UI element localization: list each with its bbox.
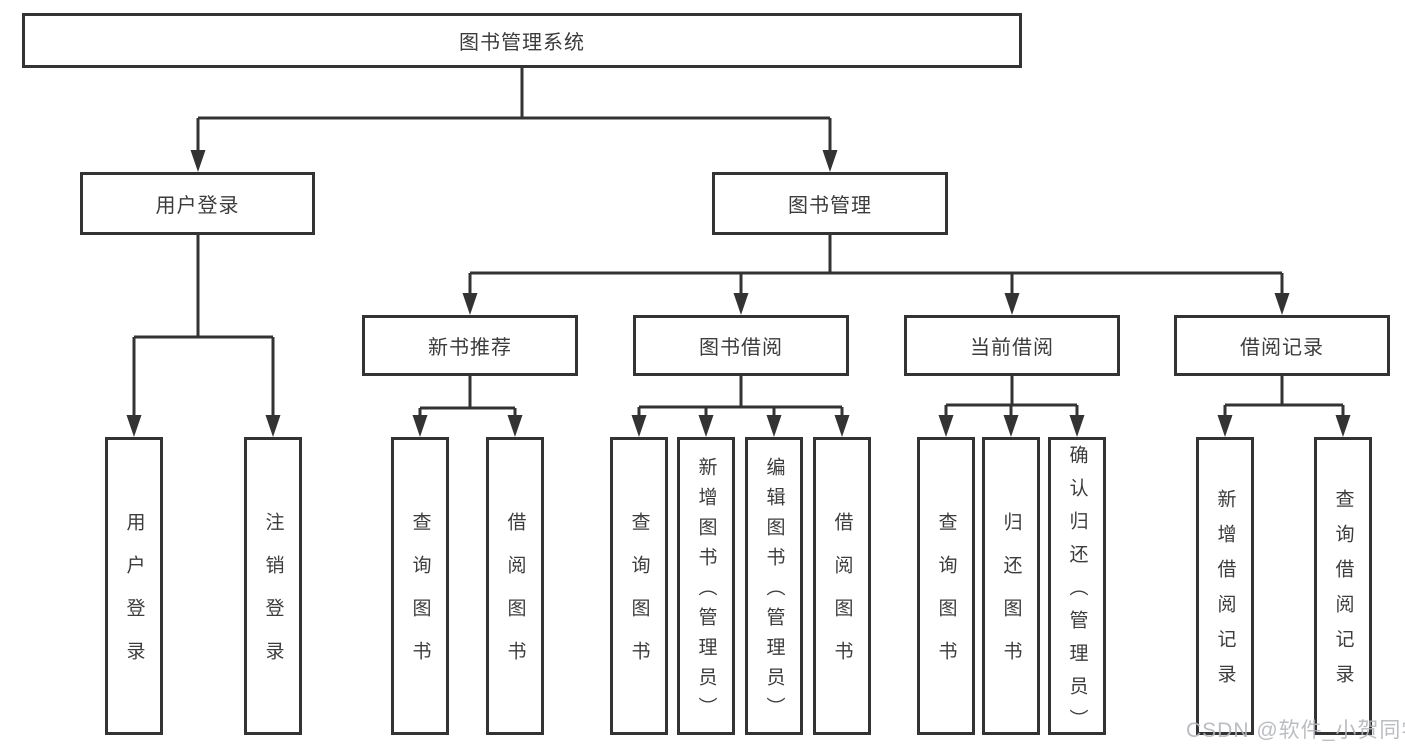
edge-root-to-level2 [196,68,832,152]
arrow-down-icon [265,415,281,437]
node-label: 借阅记录 [1240,337,1324,359]
leaf-currentborrow-confirm-return-admin: 确认归还（管理员） [1048,437,1106,742]
arrow-down-icon [190,150,206,172]
node-label: 当前借阅 [970,337,1054,359]
arrow-down-icon [412,415,428,437]
leaf-label: 用户登录 [123,512,145,684]
leaf-label: 编辑图书（管理员） [763,456,785,727]
leaf-bookborrow-edit-books-admin: 编辑图书（管理员） [745,437,803,735]
arrow-down-icon [938,415,954,437]
node-user-login-group: 用户登录 [80,172,315,235]
arrow-down-icon [126,415,142,437]
arrow-down-icon [733,293,749,315]
leaf-label: 查询图书 [935,512,957,684]
edge-records-to-leaves [1223,376,1345,418]
edge-bookmgmt-to-level3 [468,235,1284,295]
node-label: 图书管理 [788,195,872,217]
leaf-label: 查询图书 [628,512,650,684]
leaf-bookborrow-add-books-admin: 新增图书（管理员） [677,437,735,735]
watermark: CSDN @软件_小贺同学 [1186,719,1405,742]
edge-currentborrow-to-leaves [944,376,1079,418]
arrow-down-icon [1335,415,1351,437]
node-book-borrow: 图书借阅 [633,315,849,376]
arrow-down-icon [834,415,850,437]
leaf-label: 归还图书 [1000,512,1022,684]
node-label: 图书管理系统 [459,32,585,54]
leaf-label: 查询借阅记录 [1332,489,1354,699]
leaf-label: 确认归还（管理员） [1066,444,1088,742]
leaf-bookborrow-borrow-books: 借阅图书 [813,437,871,735]
node-current-borrow: 当前借阅 [904,315,1120,376]
node-label: 图书借阅 [699,337,783,359]
arrow-down-icon [462,293,478,315]
arrow-down-icon [766,415,782,437]
arrow-down-icon [1003,415,1019,437]
arrow-down-icon [698,415,714,437]
arrow-down-icon [1069,415,1085,437]
leaf-newbook-query-books: 查询图书 [391,437,449,735]
leaf-label: 借阅图书 [831,512,853,684]
leaf-label: 新增图书（管理员） [695,456,717,727]
node-book-management: 图书管理 [712,172,948,235]
leaf-label: 查询图书 [409,512,431,684]
arrow-down-icon [507,415,523,437]
node-borrow-records: 借阅记录 [1174,315,1390,376]
leaf-records-add-record: 新增借阅记录 [1196,437,1254,735]
node-new-book-recommend: 新书推荐 [362,315,578,376]
arrow-down-icon [1004,293,1020,315]
arrow-down-icon [1274,293,1290,315]
leaf-currentborrow-query-books: 查询图书 [917,437,975,735]
leaf-label: 新增借阅记录 [1214,489,1236,699]
leaf-bookborrow-query-books: 查询图书 [610,437,668,735]
node-label: 用户登录 [155,195,240,217]
leaf-currentborrow-return-books: 归还图书 [982,437,1040,735]
edge-newbook-to-leaves [418,376,517,418]
leaf-records-query-record: 查询借阅记录 [1314,437,1372,735]
arrow-down-icon [631,415,647,437]
leaf-label: 注销登录 [262,512,284,684]
arrow-down-icon [1217,415,1233,437]
arrow-down-icon [822,150,838,172]
leaf-newbook-borrow-books: 借阅图书 [486,437,544,735]
node-library-management-system: 图书管理系统 [22,13,1022,68]
leaf-logout: 注销登录 [244,437,302,735]
edge-userlogin-to-leaves [132,235,275,417]
edge-bookborrow-to-leaves [637,376,844,418]
leaf-user-login: 用户登录 [105,437,163,735]
leaf-label: 借阅图书 [504,512,526,684]
node-label: 新书推荐 [428,337,512,359]
